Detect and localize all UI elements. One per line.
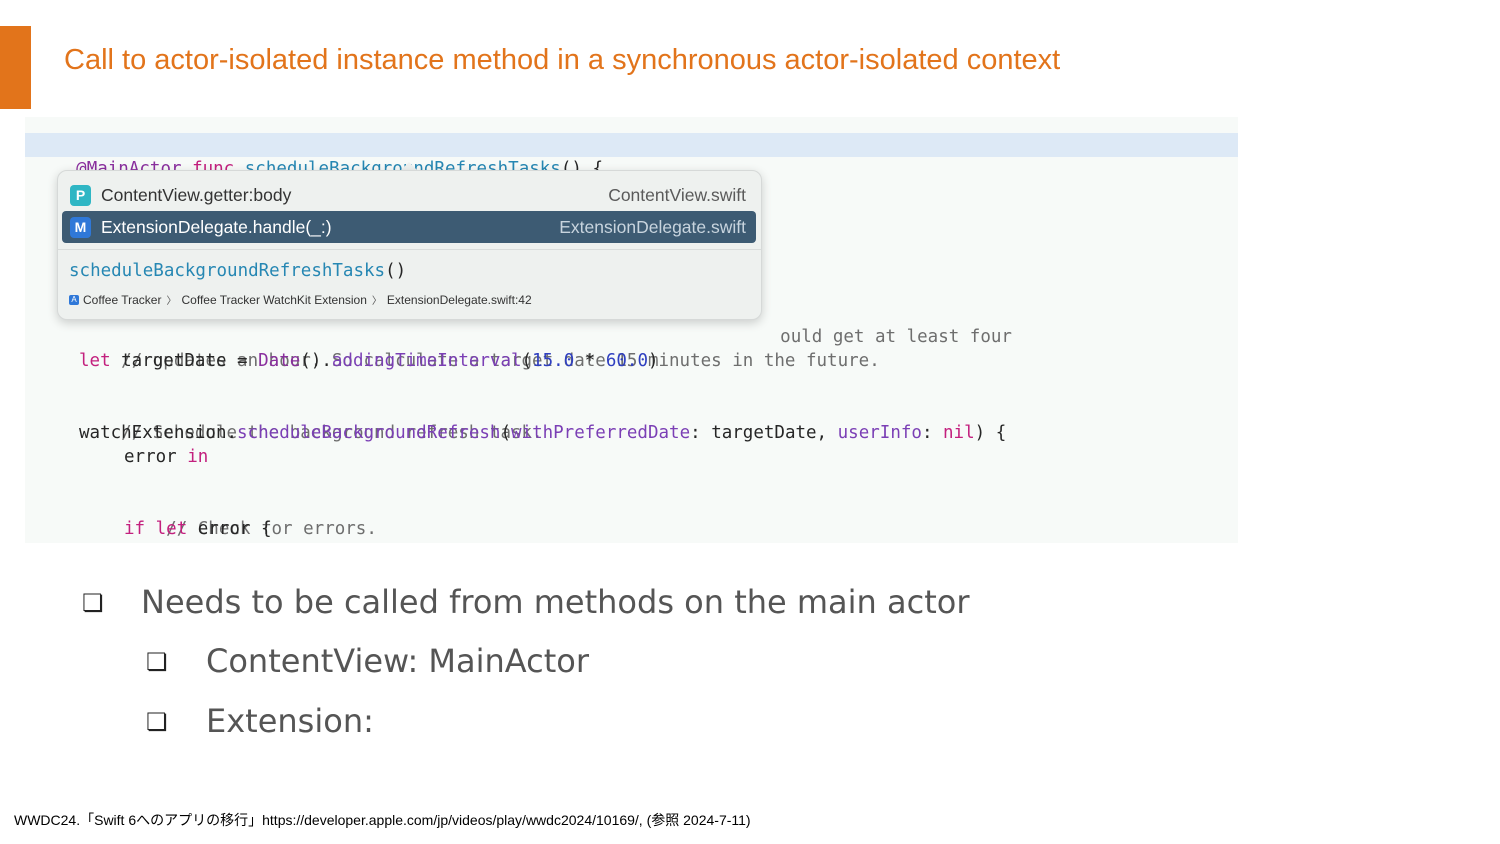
- code-arg-label: withPreferredDate: [511, 423, 691, 443]
- code-keyword: if: [124, 519, 146, 539]
- code-text: error: [124, 447, 188, 467]
- code-text: error {: [187, 519, 272, 539]
- code-line-watch: watchExtension.scheduleBackgroundRefresh…: [79, 421, 1006, 445]
- title-accent-bar: [0, 26, 31, 109]
- breadcrumb-project[interactable]: Coffee Tracker: [83, 292, 162, 307]
- popup-item-extensiondelegate-handle[interactable]: M ExtensionDelegate.handle(_:) Extension…: [62, 211, 756, 243]
- breadcrumb-separator: 〉: [371, 296, 382, 307]
- bullet-text: Extension:: [206, 702, 374, 740]
- app-store-icon: A: [69, 294, 79, 305]
- code-line-hidden-tail: ould get at least four: [738, 301, 1012, 347]
- breadcrumb-separator: 〉: [166, 296, 177, 307]
- popup-caret: [400, 162, 418, 171]
- code-punct: ): [648, 351, 659, 371]
- code-comment: ould get at least four: [780, 327, 1012, 347]
- popup-item-file: ExtensionDelegate.swift: [559, 216, 746, 237]
- call-hierarchy-popup: P ContentView.getter:body ContentView.sw…: [57, 170, 762, 320]
- property-icon: P: [70, 184, 91, 206]
- breadcrumb-target[interactable]: Coffee Tracker WatchKit Extension: [181, 292, 367, 307]
- code-number: 15.0: [532, 351, 575, 371]
- code-operator: *: [574, 351, 606, 371]
- code-punct: :: [921, 423, 944, 443]
- popup-item-contentview-body[interactable]: P ContentView.getter:body ContentView.sw…: [62, 179, 756, 211]
- popup-function-parens: (): [385, 261, 407, 281]
- code-punct: (: [521, 351, 533, 371]
- code-comment: // updates an hour. So calculate a targe…: [121, 351, 880, 371]
- code-keyword: nil: [943, 423, 975, 443]
- code-keyword: in: [187, 447, 209, 467]
- code-line-let: let targetDate = Date().addingTimeInterv…: [79, 349, 659, 373]
- popup-function-name: scheduleBackgroundRefreshTasks: [69, 261, 386, 281]
- slide-title: Call to actor-isolated instance method i…: [64, 44, 1061, 76]
- code-line-comment-3: // Check for errors.: [124, 493, 377, 539]
- popup-divider: [58, 249, 761, 250]
- code-line-comment-1: // updates an hour. So calculate a targe…: [79, 325, 880, 371]
- checkbox-bullet-icon: ❏: [82, 589, 104, 617]
- code-keyword: let: [155, 519, 188, 539]
- code-line-if-let: if let error {: [124, 517, 272, 541]
- code-method: addingTimeInterval: [331, 351, 522, 371]
- code-arg-label: userInfo: [837, 423, 922, 443]
- code-keyword: let: [79, 351, 111, 371]
- code-line-1[interactable]: @MainActor func scheduleBackgroundRefres…: [25, 133, 1238, 179]
- bullet-text: Needs to be called from methods on the m…: [141, 583, 970, 621]
- popup-function-signature: scheduleBackgroundRefreshTasks(): [69, 261, 406, 281]
- popup-item-name: ContentView.getter:body: [101, 184, 292, 205]
- popup-breadcrumb: A Coffee Tracker 〉 Coffee Tracker WatchK…: [69, 292, 532, 307]
- popup-item-file: ContentView.swift: [608, 184, 746, 205]
- code-comment: // Check for errors.: [166, 519, 377, 539]
- popup-item-name: ExtensionDelegate.handle(_:): [101, 216, 332, 237]
- bullet-text: ContentView: MainActor: [206, 642, 589, 680]
- footnote-reference: WWDC24.「Swift 6へのアプリの移行」https://develope…: [14, 812, 751, 828]
- code-method: scheduleBackgroundRefresh: [237, 423, 501, 443]
- code-punct: (: [500, 423, 511, 443]
- code-type: Date: [258, 351, 301, 371]
- code-number: 60.0: [605, 351, 649, 371]
- method-icon: M: [70, 216, 91, 238]
- checkbox-bullet-icon: ❏: [146, 648, 168, 676]
- code-line-error-in: error in: [124, 445, 208, 469]
- code-comment: // Schedule the background refresh task.: [121, 423, 543, 443]
- checkbox-bullet-icon: ❏: [146, 708, 168, 736]
- code-text: targetDate =: [110, 351, 259, 371]
- code-text: watchExtension.: [79, 423, 238, 443]
- breadcrumb-file[interactable]: ExtensionDelegate.swift:42: [386, 292, 532, 307]
- code-line-comment-2: // Schedule the background refresh task.: [79, 397, 542, 443]
- code-punct: ().: [300, 351, 332, 371]
- code-text: : targetDate,: [690, 423, 838, 443]
- code-punct: ) {: [974, 423, 1007, 443]
